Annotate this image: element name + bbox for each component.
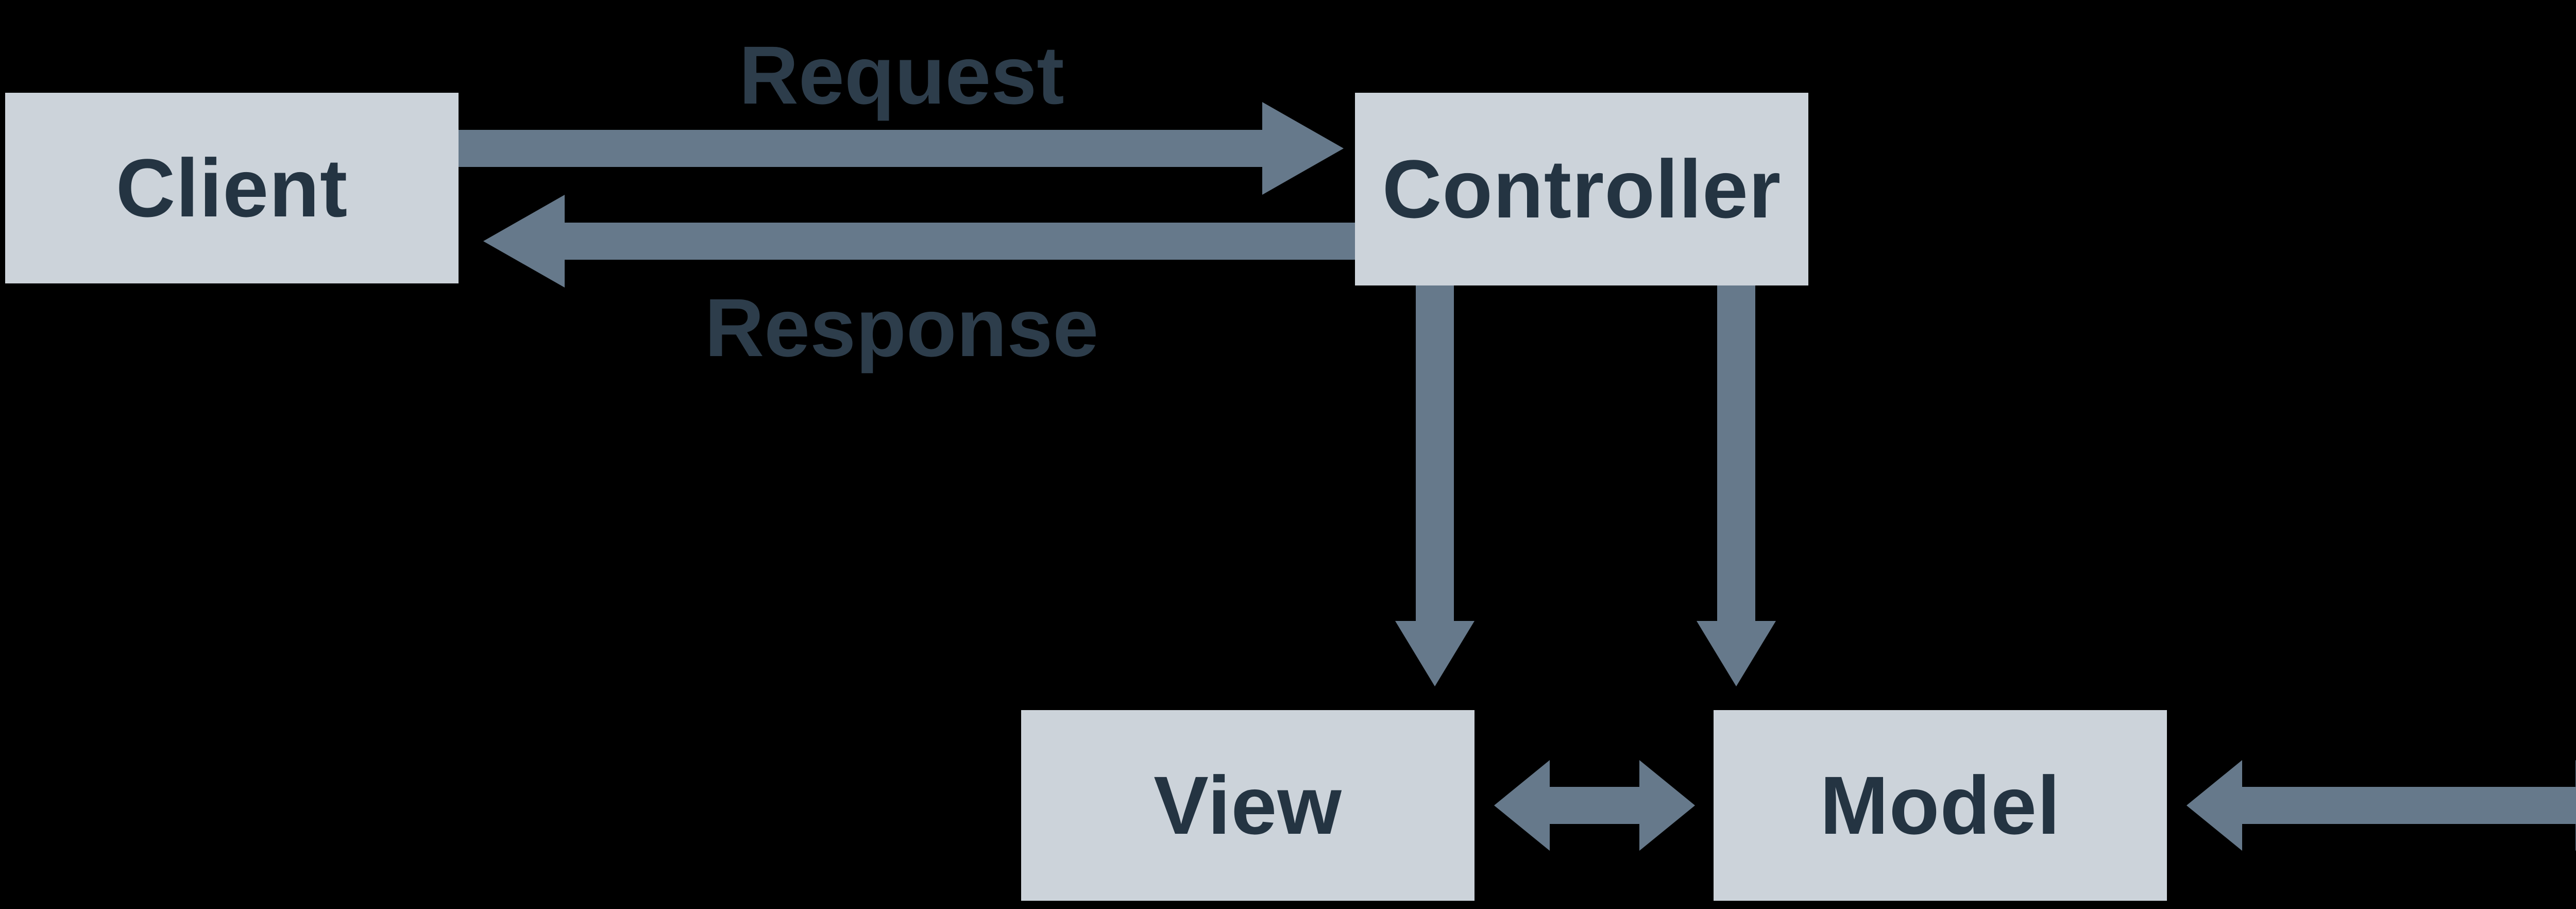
request-edge-label: Request <box>739 29 1064 121</box>
node-model: Model <box>1714 710 2167 901</box>
node-model-label: Model <box>1820 759 2061 851</box>
node-view-label: View <box>1154 759 1342 851</box>
response-edge-label: Response <box>704 281 1099 374</box>
response-arrow <box>483 195 1355 288</box>
node-view: View <box>1021 710 1475 901</box>
node-client-label: Client <box>115 142 348 234</box>
node-controller-label: Controller <box>1382 143 1782 235</box>
request-arrow <box>459 102 1344 195</box>
node-controller: Controller <box>1355 93 1808 285</box>
model-database-arrow <box>2187 760 2576 851</box>
controller-to-view-arrow <box>1395 283 1475 686</box>
view-model-arrow <box>1494 760 1695 851</box>
node-client: Client <box>5 93 459 283</box>
controller-to-model-arrow <box>1697 283 1776 686</box>
